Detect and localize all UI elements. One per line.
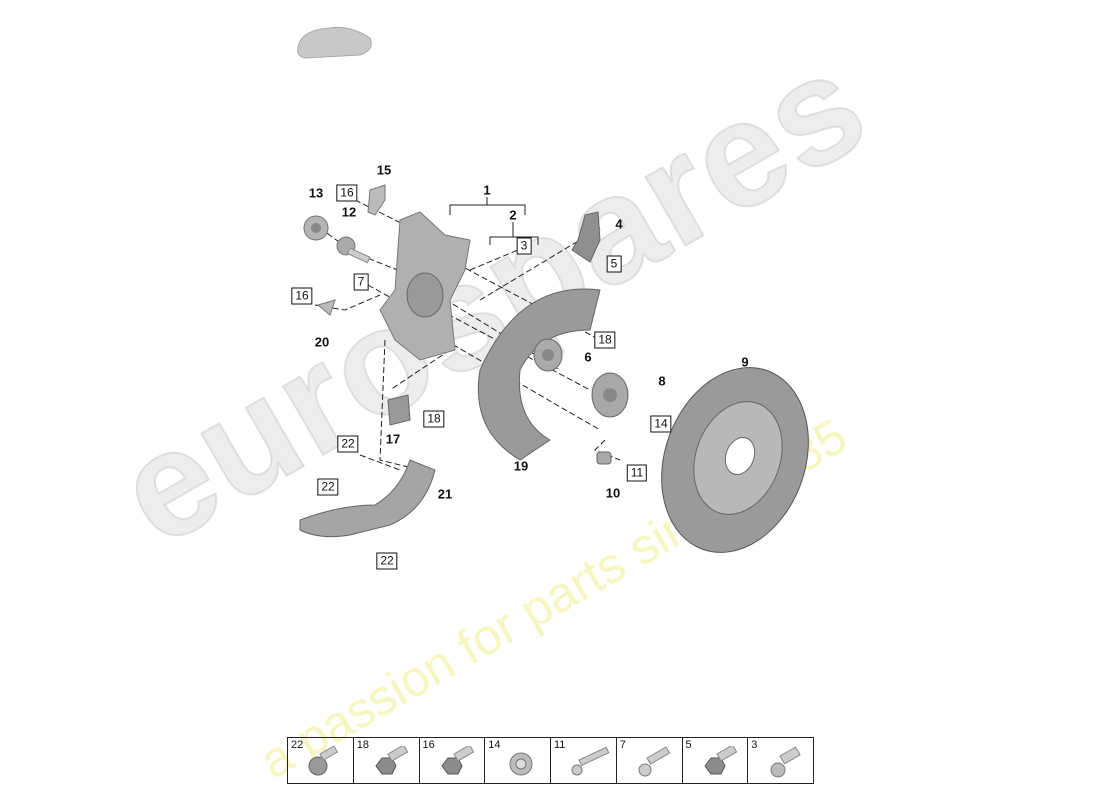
callout-1: 1 — [483, 182, 491, 198]
brake-disc-9 — [661, 367, 809, 553]
boxed-callout-22: 22 — [317, 478, 339, 496]
callout-4: 4 — [615, 216, 623, 232]
boxed-callout-3: 3 — [516, 237, 532, 255]
fastener-icon — [375, 746, 409, 775]
callout-13: 13 — [308, 185, 324, 201]
boxed-callout-22: 22 — [337, 435, 359, 453]
wheel-bearing-13 — [303, 215, 329, 241]
bracket-17 — [387, 394, 411, 426]
fastener-label: 22 — [291, 739, 304, 751]
boxed-callout-5: 5 — [606, 255, 622, 273]
callout-20: 20 — [314, 334, 330, 350]
boxed-callout-22: 22 — [376, 552, 398, 570]
bracket-4 — [571, 211, 601, 263]
wheel-hub-8 — [591, 372, 629, 418]
callout-2: 2 — [509, 207, 517, 223]
wheel-carrier-1 — [379, 211, 471, 361]
callout-15: 15 — [376, 162, 392, 178]
air-guide-21 — [299, 459, 436, 538]
callout-21: 21 — [437, 486, 453, 502]
fastener-cell-7: 7 — [617, 738, 683, 783]
fastener-cell-18: 18 — [354, 738, 420, 783]
fastener-cell-3: 3 — [748, 738, 813, 783]
fastener-icon — [308, 746, 339, 776]
sensor-15 — [367, 184, 386, 216]
bolt-12 — [336, 236, 371, 264]
fastener-cell-22: 22 — [288, 738, 354, 783]
brake-shield-19 — [477, 288, 601, 461]
boxed-callout-16: 16 — [336, 184, 358, 202]
hub-6 — [533, 338, 563, 372]
fastener-cell-5: 5 — [683, 738, 749, 783]
fastener-label: 7 — [619, 739, 626, 751]
fastener-label: 14 — [488, 739, 501, 751]
boxed-callout-14: 14 — [650, 415, 672, 433]
boxed-callout-18: 18 — [423, 410, 445, 428]
boxed-callout-7: 7 — [353, 273, 369, 291]
fastener-label: 3 — [751, 739, 758, 751]
fastener-label: 5 — [685, 739, 692, 751]
fastener-cell-16: 16 — [420, 738, 486, 783]
car-thumbnail-icon — [297, 27, 372, 59]
callout-17: 17 — [385, 431, 401, 447]
fastener-icon — [703, 746, 737, 775]
callout-8: 8 — [658, 373, 666, 389]
callout-6: 6 — [584, 349, 592, 365]
callout-9: 9 — [741, 354, 749, 370]
bracket-lines — [449, 197, 539, 245]
boxed-callout-11: 11 — [626, 464, 648, 482]
fastener-cell-11: 11 — [551, 738, 617, 783]
bolt-10 — [596, 451, 612, 465]
fastener-cell-14: 14 — [485, 738, 551, 783]
fastener-label: 16 — [422, 739, 435, 751]
fastener-icon — [638, 746, 670, 777]
fastener-label: 11 — [554, 739, 566, 751]
callout-12: 12 — [341, 204, 357, 220]
fastener-label: 18 — [356, 739, 369, 751]
fastener-icon — [509, 752, 533, 776]
fastener-icon — [440, 746, 474, 775]
fastener-table: 22 18 16 14 11 7 5 3 — [287, 737, 814, 784]
fastener-icon — [770, 746, 802, 778]
boxed-callout-18: 18 — [594, 331, 616, 349]
clip-20 — [316, 299, 336, 316]
callout-19: 19 — [513, 458, 529, 474]
callout-10: 10 — [605, 485, 621, 501]
boxed-callout-16: 16 — [291, 287, 313, 305]
fastener-icon — [571, 746, 610, 776]
